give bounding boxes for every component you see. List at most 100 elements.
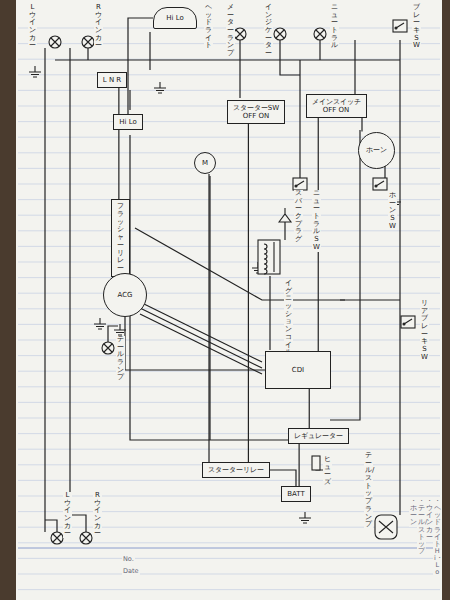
component-text: BATT [287,490,304,498]
ground-symbol [154,82,166,93]
component-box: メインスイッチOFF ON [306,94,367,118]
component-box: スターターリレー [202,462,270,478]
part-label: Lウインカー [63,492,72,538]
part-label: ヘッドライト [204,4,213,50]
component-text: L N R [103,76,121,84]
wire [87,48,88,60]
wire [140,308,262,368]
ruled-line [18,558,440,559]
wire [280,40,300,75]
component-text: スターターリレー [208,466,264,474]
wire [70,515,86,532]
ruled-line [18,246,440,247]
ignition-coil-symbol [258,240,280,274]
ruled-line [18,574,440,575]
part-label: ・テール/ストップ [417,498,426,555]
component-text: Hi Lo [166,14,184,22]
component-circle: ホーン [358,132,395,169]
part-label: テールランプ [116,336,125,382]
component-text: ACG [118,291,133,299]
wire [140,302,262,362]
ruled-line [18,418,440,419]
part-label: Rウインカー [93,492,102,538]
bulb-symbol [82,36,94,48]
ground-symbol [94,318,106,329]
wire-connector [361,118,362,131]
part-label: ヒューズ [323,456,332,487]
switch-symbol [293,178,307,190]
ruled-line [18,74,440,75]
ruled-line [18,277,440,278]
component-text: M [202,159,208,167]
ruled-line [18,511,440,512]
bulb-symbol [234,28,246,40]
wire [330,130,360,420]
ruled-line [18,90,440,91]
component-text: フラッシャーリレー [117,203,124,272]
bulb-symbol [80,532,92,544]
ruled-line [18,480,440,481]
component-text: レギュレーター [294,432,343,440]
ground-symbol [29,66,41,77]
ruled-line [18,59,440,60]
part-label: インジケーター [264,4,273,58]
fuse-symbol [312,456,320,470]
wire-connector [270,470,296,486]
ruled-line [18,449,440,450]
component-text: OFF ON [243,112,270,120]
ruled-lines [18,28,440,590]
component-text: Hi Lo [119,118,137,126]
part-label: ・ホーン [409,498,418,527]
wire-connector [299,444,300,486]
wire [129,90,130,110]
bulb-symbol [49,36,61,48]
ruled-line [18,433,440,434]
ruled-line [18,293,440,294]
part-label: ブレーキSW [412,4,421,50]
wire [284,222,285,240]
ruled-line [18,199,440,200]
ruled-line [18,324,440,325]
component-box: フラッシャーリレー [111,199,130,276]
ruled-line [18,589,440,590]
ruled-line [18,215,440,216]
component-box: L N R [97,72,127,88]
part-label: ・ヘッドライト Hi・Lo [433,498,442,577]
wire [44,48,45,532]
switch-symbol [393,20,407,32]
ruled-line [18,340,440,341]
component-text: OFF ON [323,106,350,114]
wire-connector [125,317,265,370]
component-box: スターターSWOFF ON [227,100,285,124]
wire [319,40,320,60]
wire-connector [248,124,249,462]
part-label: テール/ストップランプ [364,452,373,529]
bulb-symbol [51,532,63,544]
wire [55,59,400,60]
wire-connector [309,389,310,428]
wire [340,299,400,300]
part-label: ホーンSW [388,192,397,230]
ground-symbol [299,512,311,523]
wire [239,40,240,98]
wire [399,40,400,515]
component-box: Hi Lo [153,7,197,29]
bulb-symbol [102,342,114,354]
part-label: Date [122,568,140,575]
ruled-line [18,371,440,372]
spark-plug-symbol [279,208,291,222]
part-label: イグニッションコイル [284,280,293,357]
wire-connector [208,174,209,462]
wire [269,276,270,350]
bulb-symbol [314,28,326,40]
wires [45,32,400,532]
component-box: CDI [265,351,331,389]
ruled-line [18,402,440,403]
wire [130,135,322,440]
part-label: メーターランプ [226,4,235,58]
ruled-line [18,230,440,231]
part-label: Lウインカー [28,4,37,50]
component-text: メインスイッチ [312,98,361,106]
ruled-line [18,496,440,497]
